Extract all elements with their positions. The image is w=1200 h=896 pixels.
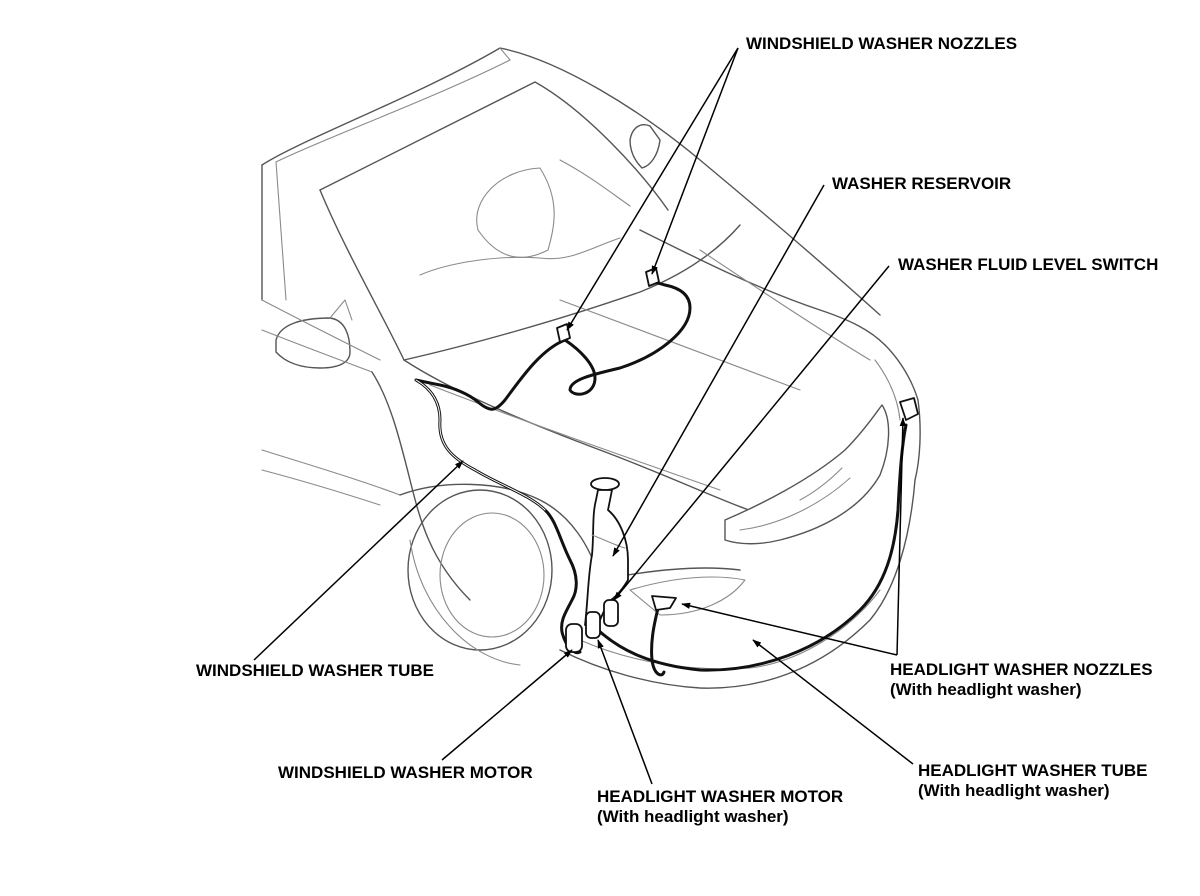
label-windshield-washer-motor: WINDSHIELD WASHER MOTOR bbox=[278, 763, 533, 782]
windshield-washer-tube bbox=[414, 280, 692, 655]
label-headlight-washer-nozzles-note: (With headlight washer) bbox=[890, 680, 1082, 699]
label-headlight-washer-motor: HEADLIGHT WASHER MOTOR (With headlight w… bbox=[597, 787, 843, 827]
label-headlight-washer-tube-title: HEADLIGHT WASHER TUBE bbox=[918, 761, 1148, 780]
label-headlight-washer-motor-title: HEADLIGHT WASHER MOTOR bbox=[597, 787, 844, 806]
headlight-washer-tube bbox=[596, 423, 908, 677]
label-washer-fluid-level-switch: WASHER FLUID LEVEL SWITCH bbox=[898, 255, 1159, 274]
label-headlight-washer-motor-note: (With headlight washer) bbox=[597, 807, 789, 826]
label-headlight-washer-tube-note: (With headlight washer) bbox=[918, 781, 1110, 800]
washer-fluid-level-switch-icon bbox=[603, 599, 619, 627]
headlight-washer-nozzle-icon bbox=[651, 397, 919, 611]
label-washer-reservoir: WASHER RESERVOIR bbox=[832, 174, 1012, 193]
headlight-washer-motor-icon bbox=[585, 611, 601, 639]
label-headlight-washer-tube: HEADLIGHT WASHER TUBE (With headlight wa… bbox=[918, 761, 1148, 801]
label-windshield-washer-nozzles: WINDSHIELD WASHER NOZZLES bbox=[746, 34, 1018, 53]
windshield-washer-motor-icon bbox=[565, 623, 583, 653]
leader-lines bbox=[253, 47, 914, 785]
label-headlight-washer-nozzles: HEADLIGHT WASHER NOZZLES (With headlight… bbox=[890, 660, 1153, 700]
label-headlight-washer-nozzles-title: HEADLIGHT WASHER NOZZLES bbox=[890, 660, 1153, 679]
label-windshield-washer-tube: WINDSHIELD WASHER TUBE bbox=[196, 661, 434, 680]
